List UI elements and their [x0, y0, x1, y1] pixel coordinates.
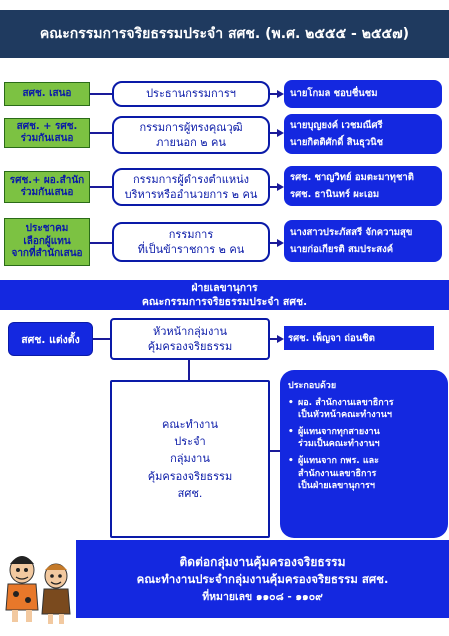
footer-line-2: คณะทำงานประจำกลุ่มงานคุ้มครองจริยธรรม สศ… — [136, 572, 389, 587]
composition-item-2: •ผู้แทนจากทุกสายงาน ร่วมเป็นคณะทำงานฯ — [288, 426, 380, 450]
role-civil-servants: กรรมการ ที่เป็นข้าราชการ ๒ คน — [112, 222, 270, 262]
nominator-1: สศช. เสนอ — [4, 82, 90, 106]
composition-item-1: •ผอ. สำนักงานเลขาธิการ เป็นหัวหน้าคณะทำง… — [288, 397, 394, 421]
nominator-4: ประชาคม เลือกผู้แทน จากที่สำนักเสนอ — [4, 218, 90, 266]
nominator-2: สศช. + รศช. ร่วมกันเสนอ — [4, 118, 90, 148]
composition-heading: ประกอบด้วย — [288, 381, 337, 391]
composition-panel: ประกอบด้วย •ผอ. สำนักงานเลขาธิการ เป็นหั… — [280, 370, 448, 538]
composition-item-3: •ผู้แทนจาก กพร. และ สำนักงานเลขาธิการ เป… — [288, 455, 379, 492]
diagram-title: คณะกรรมการจริยธรรมประจำ สศช. (พ.ศ. ๒๕๕๕ … — [0, 10, 449, 58]
member-names-2: นายบุญยงค์ เวชมณีศรี นายกิตติศักดิ์ สินธ… — [284, 114, 442, 154]
role-executives: กรรมการผู้ดำรงตำแหน่ง บริหารหรืออำนวยการ… — [112, 168, 270, 206]
footer-phone: ที่หมายเลข ๑๑๐๘ - ๑๑๐๙ — [202, 591, 323, 604]
contact-footer: ติดต่อกลุ่มงานคุ้มครองจริยธรรม คณะทำงานป… — [76, 540, 449, 618]
role-chair: ประธานกรรมการฯ — [112, 81, 270, 107]
role-external-experts: กรรมการผู้ทรงคุณวุฒิ ภายนอก ๒ คน — [112, 116, 270, 154]
secretariat-banner: ฝ่ายเลขานุการ คณะกรรมการจริยธรรมประจำ สศ… — [0, 280, 449, 310]
member-names-4: นางสาวประภัสสรี จักความสุข นายก่อเกียรติ… — [284, 220, 442, 262]
working-group-box: คณะทำงาน ประจำ กลุ่มงาน คุ้มครองจริยธรรม… — [110, 380, 270, 538]
appointer-box: สศช. แต่งตั้ง — [8, 322, 93, 356]
head-name: รศช. เพ็ญจา ถ่อนชิต — [284, 326, 434, 350]
footer-line-1: ติดต่อกลุ่มงานคุ้มครองจริยธรรม — [179, 554, 346, 569]
nominator-3: รศช.+ ผอ.สำนัก ร่วมกันเสนอ — [4, 171, 90, 203]
role-head-of-ethics-group: หัวหน้ากลุ่มงาน คุ้มครองจริยธรรม — [110, 318, 270, 360]
mascot-illustration — [5, 556, 71, 624]
member-names-3: รศช. ชาญวิทย์ อมตะมาทุชาติ รศช. ธานินทร์… — [284, 166, 442, 206]
member-names-1: นายโกมล ชอบชื่นชม — [284, 80, 442, 108]
